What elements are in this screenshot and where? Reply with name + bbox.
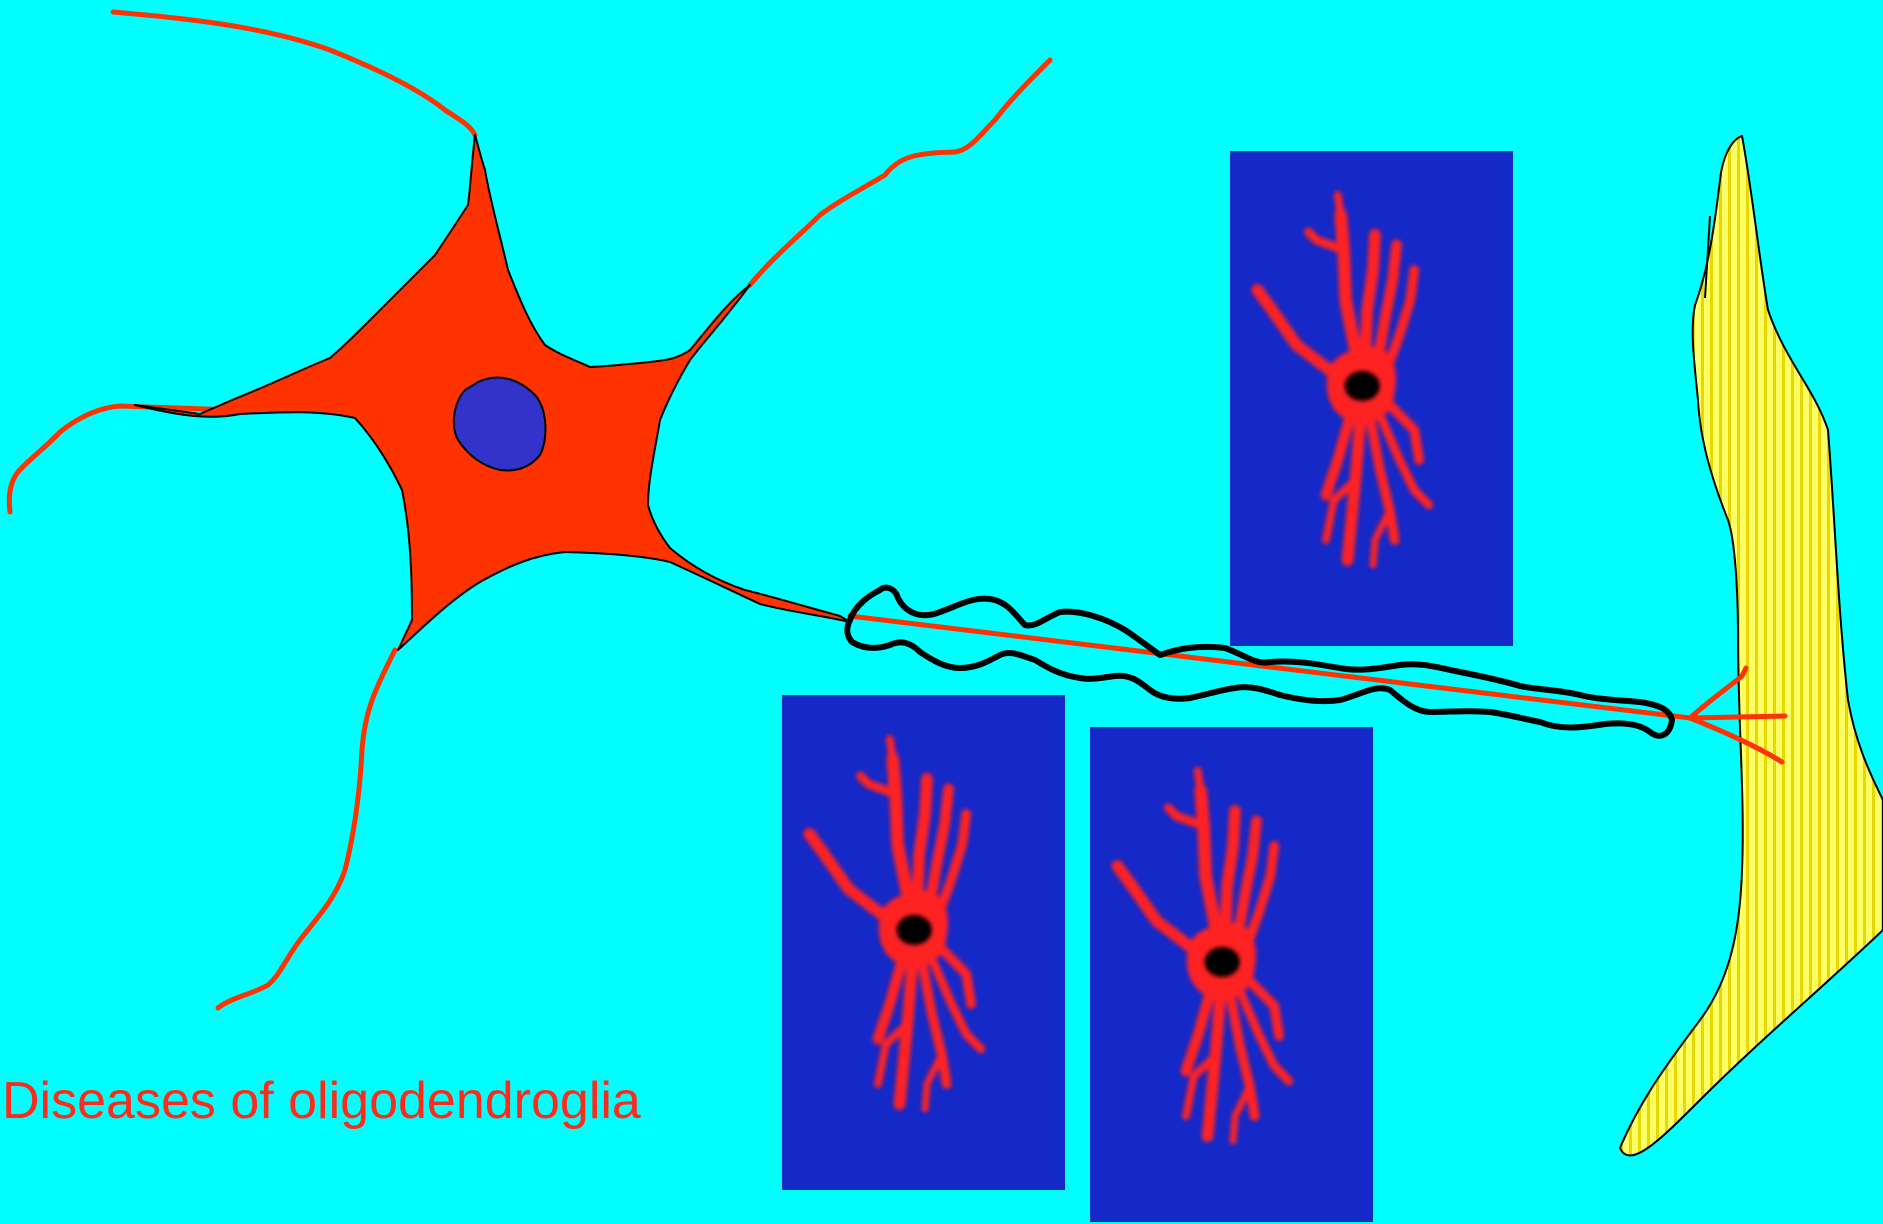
oligodendrocyte-panel-bottom-left <box>782 695 1065 1190</box>
dendrite-left <box>9 406 235 512</box>
dendrite-top-right <box>750 60 1050 285</box>
target-muscle <box>1620 136 1883 1155</box>
diagram-caption: Diseases of oligodendroglia <box>2 1075 641 1127</box>
oligodendrocyte-panel-bottom-right <box>1090 727 1373 1222</box>
dendrite-top-left <box>113 12 475 135</box>
dendrite-bottom-left <box>218 650 395 1008</box>
oligodendrocyte-panel-top <box>1230 151 1513 646</box>
